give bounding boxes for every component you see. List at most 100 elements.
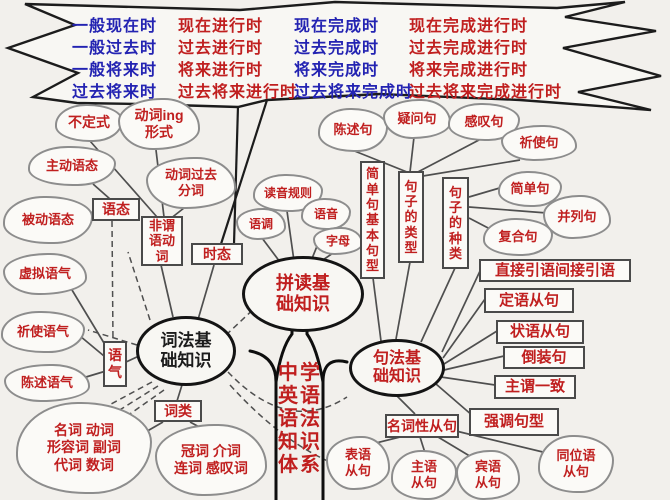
ellipse-syntax-basics: 句法基础知识 (349, 339, 445, 397)
connector-line (176, 384, 183, 402)
tense-label: 现在完成进行时 (409, 18, 529, 35)
connector-line (396, 395, 416, 415)
subjunctive-mood-label: 虚拟语气 (18, 265, 71, 281)
compound-sentence-label: 并列句 (557, 208, 597, 224)
connector-line (416, 159, 521, 178)
tense-label: 过去完成时 (294, 40, 380, 57)
connector-line (441, 270, 481, 353)
sentence-kinds-label: 句 (448, 184, 462, 200)
connector-line (395, 261, 411, 340)
tense-label: 过去将来完成进行时 (409, 84, 563, 101)
indicative-mood-label: 陈述语气 (20, 374, 73, 390)
non-finite-verb-label: 非谓 (148, 218, 175, 233)
trunk-title-line: 语法 (278, 408, 322, 430)
non-finite-verb-label: 词 (155, 248, 169, 264)
rect-subject-verb-agreement: 主谓一致 (494, 375, 576, 399)
dashed-connector-line (225, 304, 259, 336)
rect-noun-clauses: 名词性从句 (385, 414, 459, 438)
emphatic-structure-label: 强调句型 (483, 413, 544, 431)
tense-label: 过去将来完成时 (294, 84, 414, 101)
connector-line (92, 183, 111, 200)
connector-line (196, 264, 215, 324)
connector-line (286, 210, 295, 262)
rect-adverbial-clause: 状语从句 (496, 320, 584, 344)
predicative-clause-label: 表语 (344, 446, 371, 462)
cloud-object-clause: 宾语从句 (456, 450, 520, 500)
cloud-past-participle: 动词过去分词 (146, 157, 236, 209)
imperative-sentence-label: 祈使句 (519, 134, 559, 150)
mood-label: 语 (108, 347, 122, 364)
trunk-title-line: 中学 (278, 362, 322, 384)
sentence-kinds-label: 子 (448, 200, 462, 215)
morphology-basics-label: 础知识 (160, 351, 212, 370)
tree-trunk-line (274, 329, 294, 384)
rect-mood: 语气 (103, 341, 127, 387)
subject-clause-label: 从句 (410, 475, 437, 490)
tense-label: 将来完成进行时 (409, 62, 529, 79)
adverbial-clause-label: 状语从句 (509, 323, 570, 341)
rect-sentence-kinds: 句子的种类 (442, 177, 469, 269)
connector-line (413, 139, 480, 175)
cloud-active-voice: 主动语态 (28, 146, 116, 186)
cloud-pronunciation-rules: 读音规则 (253, 174, 323, 212)
non-finite-verb-label: 语动 (148, 233, 175, 249)
cloud-speech-sounds: 语音 (301, 198, 351, 230)
ellipse-morphology-basics: 词法基础知识 (136, 316, 236, 386)
cloud-appositive-clause: 同位语从句 (538, 435, 614, 493)
dashed-connector-line (111, 220, 114, 343)
rect-voice: 语态 (92, 198, 140, 221)
sentence-types-label: 型 (404, 239, 418, 255)
basic-simple-sentence-patterns-label: 基 (365, 212, 379, 228)
tense-label: 过去进行时 (178, 40, 264, 57)
passive-voice-label: 被动语态 (21, 211, 74, 227)
rect-emphatic-structure: 强调句型 (469, 408, 559, 436)
trunk-title: 中学英语语法知识体系 (277, 362, 323, 477)
predicative-clause-label: 从句 (344, 463, 371, 478)
pronunciation-rules-label: 读音规则 (263, 185, 312, 200)
cloud-interrogative-sentence: 疑问句 (383, 99, 451, 139)
simple-sentence-label: 简单句 (510, 180, 550, 196)
syntax-basics-label: 句法基 (372, 349, 421, 367)
exclamatory-sentence-label: 感叹句 (464, 113, 504, 129)
connector-line (440, 376, 496, 386)
connector-line (468, 206, 548, 214)
cloud-imperative-mood: 祈使语气 (1, 311, 85, 353)
morphology-basics-label: 词法基 (160, 331, 212, 351)
connector-line (372, 277, 382, 342)
connector-line (79, 335, 105, 357)
phonics-basics-label: 拼读基 (276, 273, 330, 294)
tense-label: 将来完成时 (294, 62, 380, 79)
tense-label: 将来进行时 (178, 62, 264, 79)
declarative-sentence-label: 陈述句 (333, 121, 373, 137)
active-voice-label: 主动语态 (45, 157, 98, 173)
tense-label: 时态 (203, 245, 231, 262)
direct-indirect-speech-label: 直接引语间接引语 (494, 261, 615, 279)
cloud-intonation: 语调 (236, 208, 286, 240)
mood-label: 气 (108, 364, 122, 380)
infinitive-label: 不定式 (68, 114, 110, 131)
basic-simple-sentence-patterns-label: 本 (365, 227, 379, 243)
imperative-mood-label: 祈使语气 (16, 323, 69, 339)
word-classes-1-label: 名词 动词 (54, 421, 114, 438)
tense-label: 一般将来时 (72, 62, 158, 79)
ellipse-phonics-basics: 拼读基础知识 (242, 256, 364, 332)
rect-attributive-clause: 定语从句 (484, 288, 574, 313)
sentence-types-label: 类 (404, 224, 418, 240)
basic-simple-sentence-patterns-label: 句 (365, 242, 379, 258)
inversion-label: 倒装句 (521, 348, 567, 366)
word-classes-1-label: 形容词 副词 (47, 439, 121, 456)
verb-ing-form-label: 形式 (145, 124, 173, 140)
connector-line (85, 370, 107, 378)
tense-label: 过去将来时 (72, 84, 158, 101)
letters-label: 字母 (325, 233, 350, 248)
tense-label: 一般过去时 (72, 40, 158, 57)
word-classes-1-label: 代词 数词 (54, 456, 114, 473)
sentence-types-label: 子 (404, 194, 418, 209)
cloud-exclamatory-sentence: 感叹句 (448, 103, 520, 141)
rect-direct-indirect-speech: 直接引语间接引语 (479, 259, 631, 282)
word-classes-2-label: 冠词 介词 (181, 442, 241, 459)
intonation-label: 语调 (248, 216, 273, 231)
banner-pointer-line (219, 99, 269, 245)
tense-label: 过去完成进行时 (409, 40, 529, 57)
connector-line (442, 298, 486, 359)
